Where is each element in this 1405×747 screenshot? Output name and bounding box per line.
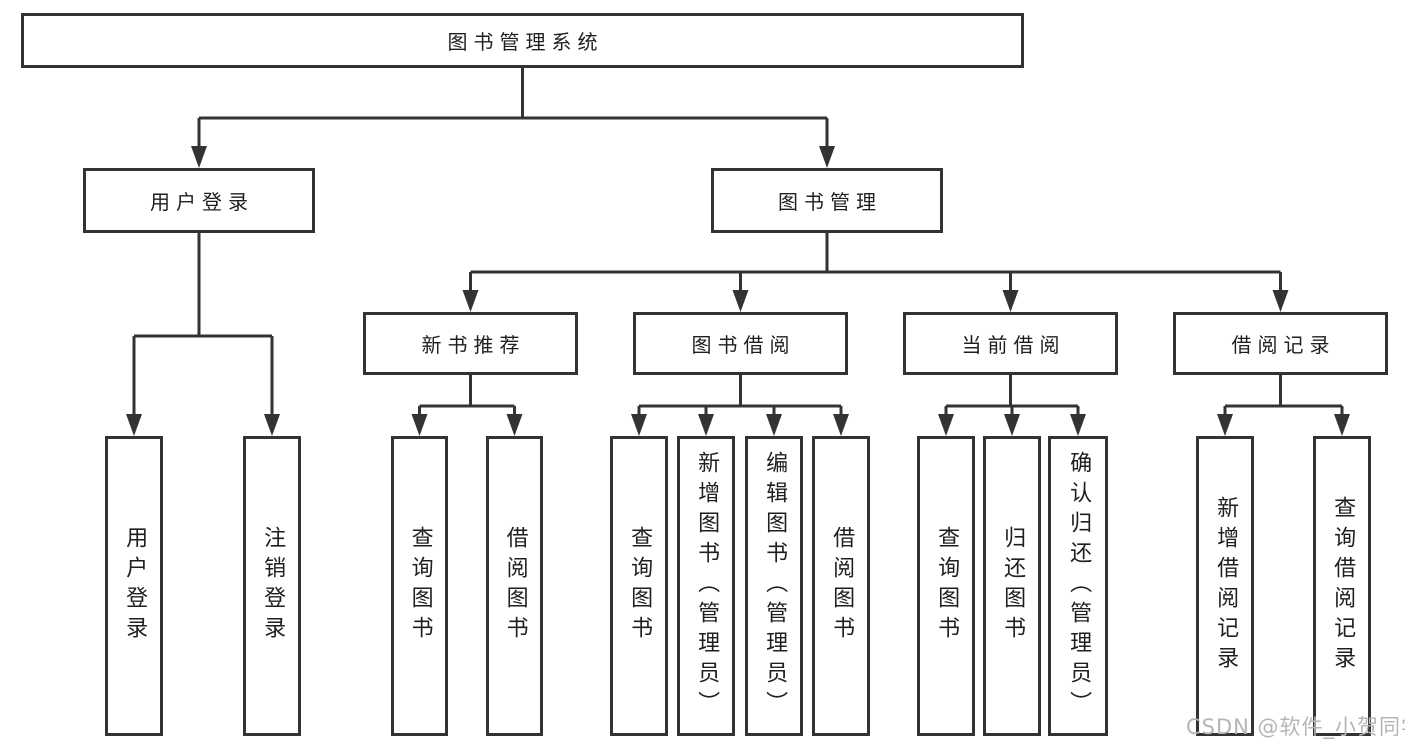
node-label: 图书借阅 (691, 333, 796, 357)
leaf-current-query: 查询图书 (917, 436, 975, 736)
node-borrow-records: 借阅记录 (1173, 312, 1388, 375)
node-label: 当前借阅 (961, 333, 1066, 357)
node-book-management: 图书管理 (711, 168, 943, 233)
node-root: 图书管理系统 (21, 13, 1024, 68)
node-current-borrow: 当前借阅 (903, 312, 1118, 375)
node-label: 确认归还（管理员） (1066, 451, 1092, 721)
arrowhead-icon (411, 414, 428, 436)
leaf-borrow-add-admin: 新增图书（管理员） (677, 436, 735, 736)
arrowhead-icon (698, 414, 714, 436)
leaf-borrow-edit-admin: 编辑图书（管理员） (745, 436, 803, 736)
arrowhead-icon (191, 146, 207, 168)
node-label: 借阅图书 (502, 526, 528, 646)
node-label: 编辑图书（管理员） (762, 451, 788, 721)
connector-path (132, 68, 1344, 420)
node-label: 图书管理系统 (447, 30, 604, 54)
node-user-login: 用户登录 (83, 168, 315, 233)
node-label: 新增借阅记录 (1213, 496, 1239, 676)
arrowhead-icon (126, 414, 142, 436)
arrowhead-icon (1070, 414, 1086, 436)
node-label: 新书推荐 (421, 333, 526, 357)
node-label: 借阅记录 (1231, 333, 1336, 357)
arrowhead-icon (506, 414, 523, 436)
arrowhead-icon (766, 414, 782, 436)
node-label: 用户登录 (122, 526, 148, 646)
connector-segments (132, 68, 1344, 420)
node-label: 新增图书（管理员） (694, 451, 720, 721)
arrowhead-icon (938, 414, 954, 436)
leaf-records-query: 查询借阅记录 (1313, 436, 1371, 736)
leaf-newbook-query: 查询图书 (391, 436, 448, 736)
node-label: 借阅图书 (829, 526, 855, 646)
node-label: 注销登录 (260, 526, 286, 646)
arrowhead-icon (631, 414, 647, 436)
arrowhead-icon (1272, 290, 1289, 312)
leaf-current-confirm-admin: 确认归还（管理员） (1048, 436, 1108, 736)
arrowhead-icon (1217, 414, 1233, 436)
node-label: 查询图书 (934, 526, 960, 646)
arrowhead-icon (732, 290, 749, 312)
watermark: CSDN @软件_小贺同学 (1186, 715, 1405, 739)
leaf-newbook-borrow: 借阅图书 (486, 436, 543, 736)
arrowheads (126, 146, 1350, 436)
leaf-borrow-borrow: 借阅图书 (812, 436, 870, 736)
node-label: 用户登录 (150, 190, 254, 214)
node-label: 查询借阅记录 (1330, 496, 1356, 676)
node-new-book-recommend: 新书推荐 (363, 312, 578, 375)
node-label: 归还图书 (1000, 526, 1026, 646)
node-book-borrow: 图书借阅 (633, 312, 848, 375)
arrowhead-icon (264, 414, 280, 436)
node-label: 查询图书 (407, 526, 433, 646)
leaf-user-login: 用户登录 (105, 436, 163, 736)
leaf-logout: 注销登录 (243, 436, 301, 736)
arrowhead-icon (1002, 290, 1019, 312)
node-label: 图书管理 (778, 190, 882, 214)
leaf-current-return: 归还图书 (983, 436, 1041, 736)
leaf-borrow-query: 查询图书 (610, 436, 668, 736)
node-label: 查询图书 (627, 526, 653, 646)
leaf-records-add: 新增借阅记录 (1196, 436, 1254, 736)
arrowhead-icon (462, 290, 479, 312)
arrowhead-icon (1004, 414, 1020, 436)
arrowhead-icon (1334, 414, 1350, 436)
arrowhead-icon (819, 146, 835, 168)
arrowhead-icon (833, 414, 849, 436)
